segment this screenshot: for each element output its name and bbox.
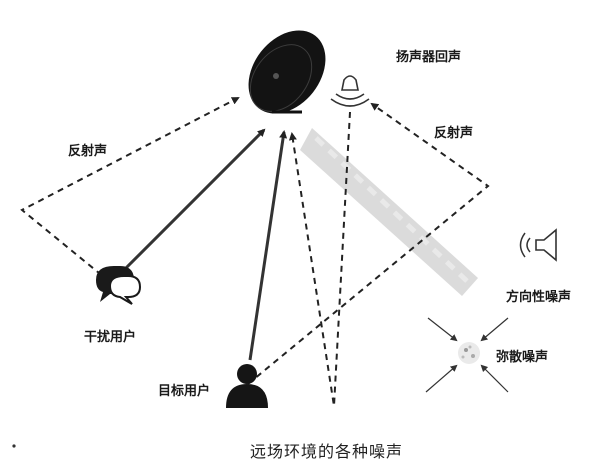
diagram-caption: 远场环境的各种噪声 xyxy=(250,442,404,461)
directional-noise-label: 方向性噪声 xyxy=(506,290,572,305)
diffuse-noise-label: 弥散噪声 xyxy=(496,350,549,365)
loudspeaker-icon xyxy=(519,228,557,262)
interfering-user-direct-path xyxy=(124,128,266,270)
reflection-label-left: 反射声 xyxy=(68,144,108,159)
reflection-path-left xyxy=(20,97,240,283)
reflection-path-right xyxy=(247,102,490,385)
speaker-echo-label: 扬声器回声 xyxy=(396,50,462,65)
diffuse-noise-arrows xyxy=(425,317,509,393)
speech-bubbles-icon xyxy=(96,266,142,305)
scan-speck xyxy=(12,444,16,448)
echo-reflection-path xyxy=(288,111,351,407)
interfering-user-label: 干扰用户 xyxy=(84,330,137,345)
target-user-direct-path xyxy=(248,130,288,361)
reflection-label-right: 反射声 xyxy=(434,126,474,141)
directional-noise-band xyxy=(300,128,478,296)
smart-speaker-icon xyxy=(248,30,326,114)
speaker-echo-icon xyxy=(330,75,370,107)
diffuse-noise-burst-icon xyxy=(458,342,480,364)
person-icon xyxy=(226,364,268,408)
target-user-label: 目标用户 xyxy=(158,384,211,399)
